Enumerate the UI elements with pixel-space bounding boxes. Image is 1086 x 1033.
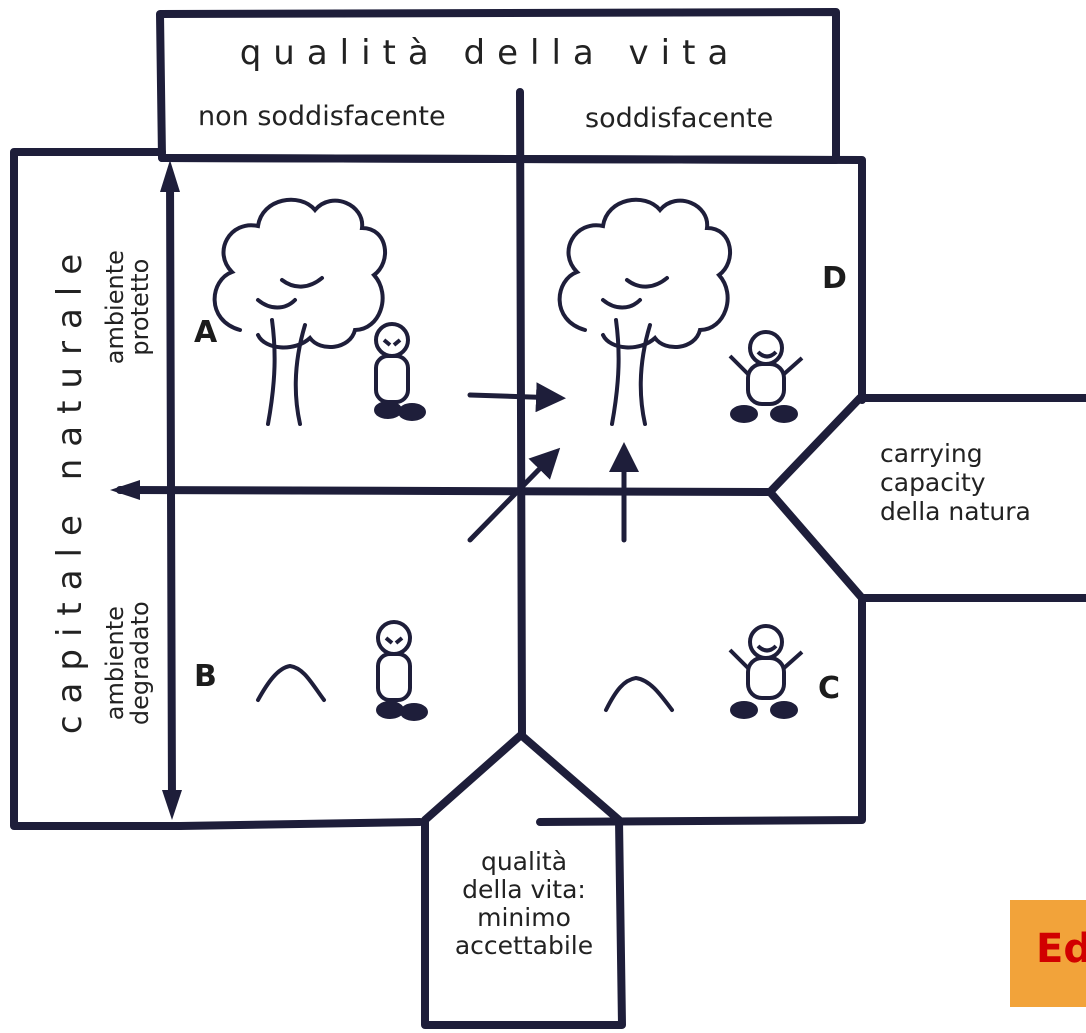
carrying-capacity-line1: carrying [880,439,983,468]
corner-stamp: Ed [1010,900,1086,1007]
horizontal-divider [116,486,774,496]
corner-stamp-label: Ed [1036,926,1086,972]
person-icon-c [728,624,804,719]
stump-icon-b [256,663,326,702]
column-label-satisfactory: soddisfacente [585,103,774,134]
carrying-capacity-box [766,394,1086,602]
min-quality-line2: della vita: [462,875,586,904]
min-quality-box [421,731,626,1029]
left-header-frame [10,148,184,830]
vertical-divider [516,88,526,739]
row-label-protected-line2: protetto [126,258,154,356]
arrow-b-to-d [467,447,561,543]
divider-arrow-left [110,480,140,500]
person-icon-a [374,322,426,421]
quadrant-label-a: A [194,315,218,350]
carrying-capacity-label: carrying capacity della natura [880,439,1031,526]
row-label-degraded-line2: degradato [126,601,154,726]
top-header-title: qualità della vita [239,33,741,73]
axis-arrow-down [162,790,182,820]
left-header-title: capitale naturale [50,241,90,735]
quadrant-label-b: B [194,659,217,694]
row-label-degraded-line1: ambiente [100,606,129,721]
min-quality-line3: minimo [477,903,571,932]
arrow-a-to-d [467,382,566,413]
tree-icon-d [557,197,733,426]
min-quality-label: qualità della vita: minimo accettabile [430,848,618,960]
axis-arrow-up [160,160,180,192]
min-quality-line1: qualità [480,847,568,876]
min-quality-line4: accettabile [454,931,594,960]
column-label-unsatisfactory: non soddisfacente [198,101,446,132]
quadrant-label-c: C [818,671,841,706]
person-icon-d [728,330,804,423]
stump-icon-c [604,675,674,712]
person-icon-b [376,620,428,721]
quadrant-label-d: D [822,261,847,296]
row-label-protected: ambiente protetto [100,207,154,407]
grid-outer [158,154,866,830]
carrying-capacity-line3: della natura [880,496,1031,526]
carrying-capacity-line2: capacity [880,467,986,497]
tree-icon-a [212,197,388,426]
row-label-protected-line1: ambiente [100,250,129,365]
row-label-degraded: ambiente degradato [100,563,154,763]
